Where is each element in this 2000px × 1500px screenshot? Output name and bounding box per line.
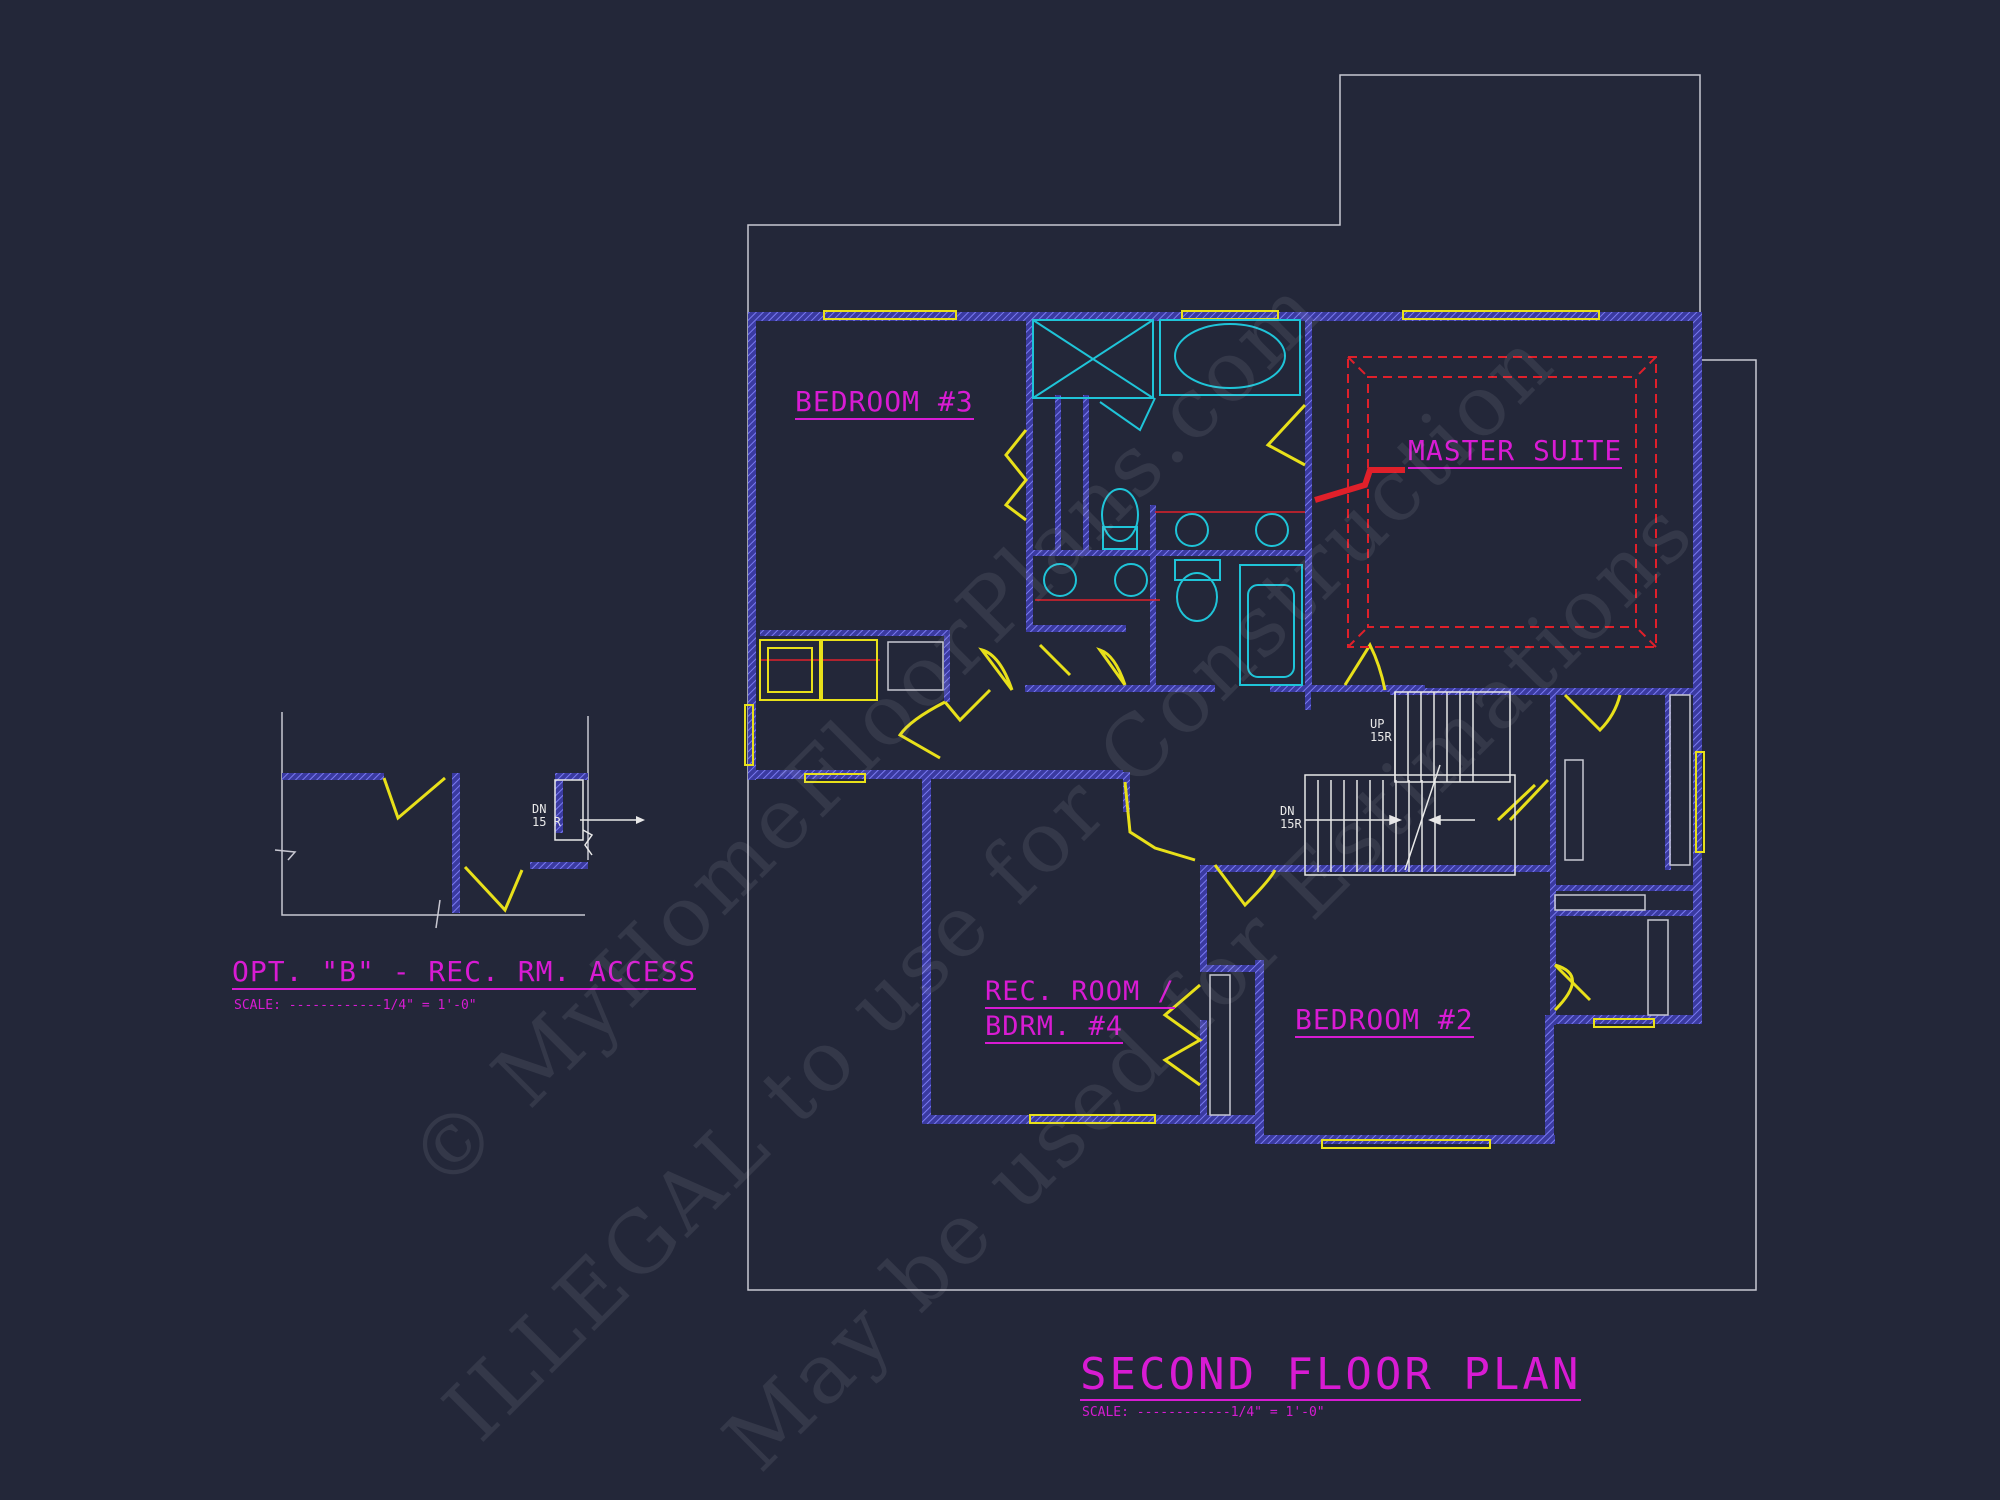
roof-outline [747,74,1701,315]
laundry-cabinets [759,639,878,701]
plan-title: SECOND FLOOR PLAN [1080,1349,1582,1401]
room-label-rec-room: REC. ROOM / [985,976,1175,1009]
stair-dn-label: DN 15R [1280,804,1302,831]
option-b-title: OPT. "B" - REC. RM. ACCESS [232,955,697,990]
room-label-master-suite: MASTER SUITE [1408,434,1623,469]
windows [744,310,1705,1149]
plan-scale: SCALE: ------------1/4" = 1'-0" [1082,1405,1325,1420]
bath-fixtures [1032,319,1303,686]
option-b-dn-label: DN 15 R [532,802,561,829]
room-label-bedroom-3: BEDROOM #3 [795,385,974,420]
stairs [1304,691,1516,876]
room-label-bedroom-2: BEDROOM #2 [1295,1003,1474,1038]
doors [897,403,1622,1087]
stair-up-label: UP 15R [1370,717,1392,744]
option-b-scale: SCALE: ------------1/4" = 1'-0" [234,998,477,1013]
room-label-bdrm-4: BDRM. #4 [985,1011,1124,1044]
tray-ceiling [1347,356,1657,648]
ceiling-hatch [1314,467,1405,503]
option-b-detail [274,712,645,929]
roof-outline-right [747,359,1757,1291]
closet-shelves [887,641,1691,1116]
